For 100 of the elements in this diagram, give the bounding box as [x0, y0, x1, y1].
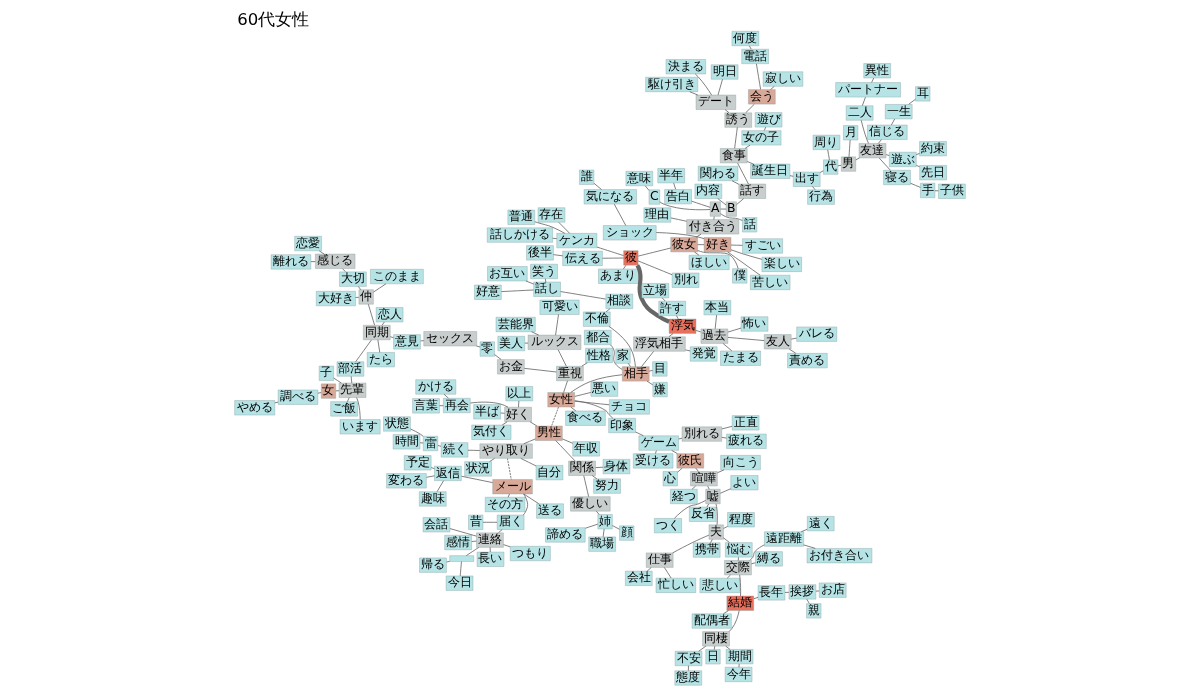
connector — [595, 466, 604, 469]
node-box: 話しかける — [487, 227, 553, 243]
connector — [593, 182, 602, 190]
node-box: すごい — [742, 238, 783, 254]
connector — [623, 264, 627, 270]
connector — [728, 610, 740, 632]
connector — [676, 315, 679, 320]
connector — [381, 321, 385, 326]
connector — [748, 45, 752, 50]
connector — [877, 139, 882, 144]
node-box: 程度 — [727, 512, 755, 528]
connector — [461, 475, 494, 484]
node-box: 相談 — [605, 293, 633, 309]
connector — [717, 78, 723, 96]
node-box: 友人 — [764, 334, 792, 350]
node-box: バレる — [796, 326, 838, 342]
node-box: あまり — [598, 268, 639, 284]
node-box: 優しい — [570, 496, 611, 512]
node-box: 信じる — [867, 124, 908, 140]
connector — [467, 449, 481, 451]
connector — [812, 186, 816, 191]
node-box: 告白 — [664, 189, 692, 205]
connector — [555, 314, 559, 336]
node-box: 携帯 — [693, 542, 721, 558]
node-box: たまる — [720, 350, 761, 366]
connector — [720, 213, 743, 221]
connector — [915, 153, 920, 156]
connector — [553, 254, 564, 257]
node-box: 理由 — [643, 207, 671, 223]
connector — [730, 244, 743, 246]
connector — [663, 567, 672, 579]
node-box: います — [339, 419, 381, 435]
node-box: 配偶者 — [691, 613, 732, 629]
node-box: 遊ぶ — [889, 152, 917, 167]
connector — [613, 203, 627, 226]
connector — [687, 665, 689, 672]
connector — [646, 380, 654, 386]
connector — [878, 157, 891, 171]
node-box: 楽しい — [761, 256, 802, 272]
connector — [524, 342, 529, 344]
node-box: 再会 — [443, 398, 471, 413]
node-box: 正直 — [731, 415, 760, 431]
node-box: 性格 — [585, 348, 613, 363]
node-box: 彼女 — [670, 237, 698, 253]
connector — [500, 412, 505, 414]
node-box: 悩む — [725, 542, 753, 558]
node-box: 耳 — [915, 86, 931, 102]
connector — [744, 144, 751, 149]
connector — [436, 480, 444, 493]
connector — [355, 296, 360, 298]
connector — [581, 362, 588, 367]
node-box: ケンカ — [556, 233, 598, 249]
node-box: 姉 — [597, 514, 613, 530]
connector — [274, 401, 279, 404]
connector — [570, 406, 577, 412]
connector — [691, 200, 711, 208]
connector — [707, 485, 710, 490]
connector — [695, 330, 702, 333]
node-box: 浮気相手 — [633, 336, 686, 352]
connector — [908, 98, 916, 105]
node-box: 半年 — [657, 168, 685, 184]
node-box: 遠く — [807, 516, 835, 532]
connector — [717, 198, 727, 206]
node-box: B — [725, 201, 737, 217]
connector — [520, 457, 537, 467]
node-box: 感情 — [444, 535, 472, 550]
node-box: 話し — [533, 281, 561, 297]
connector — [534, 221, 566, 234]
node-box: 意見 — [393, 334, 421, 350]
connector — [737, 556, 739, 561]
connector — [788, 348, 797, 354]
node-box: 別れる — [681, 426, 722, 442]
node-box: 大切 — [339, 271, 367, 287]
node-box: たら — [367, 352, 395, 368]
node-box: つく — [654, 518, 682, 534]
node-box: お金 — [497, 359, 525, 375]
node-box: 彼氏 — [676, 453, 704, 469]
connector — [522, 493, 529, 516]
node-box: 時間 — [392, 434, 421, 450]
node-box: 可愛い — [539, 299, 580, 315]
node-box: 態度 — [674, 670, 702, 686]
connector — [819, 170, 824, 173]
node-box: お付き合い — [806, 548, 873, 564]
node-box: 許す — [658, 301, 686, 316]
node-box: 会う — [748, 89, 776, 105]
connector — [726, 574, 731, 579]
node-box: ご飯 — [330, 401, 358, 417]
node-box: 交際 — [724, 560, 752, 576]
connector — [745, 103, 755, 114]
connector — [734, 126, 738, 149]
node-box: 縛る — [755, 551, 783, 567]
connector — [595, 510, 600, 515]
node-box: 同期 — [363, 325, 391, 340]
connector — [430, 467, 435, 470]
node-box: 責める — [787, 353, 828, 369]
node-box: 忙しい — [655, 577, 696, 593]
node-box: 趣味 — [419, 491, 447, 507]
node-box: 好き — [703, 237, 732, 253]
connector — [501, 421, 508, 426]
connector — [449, 528, 477, 537]
